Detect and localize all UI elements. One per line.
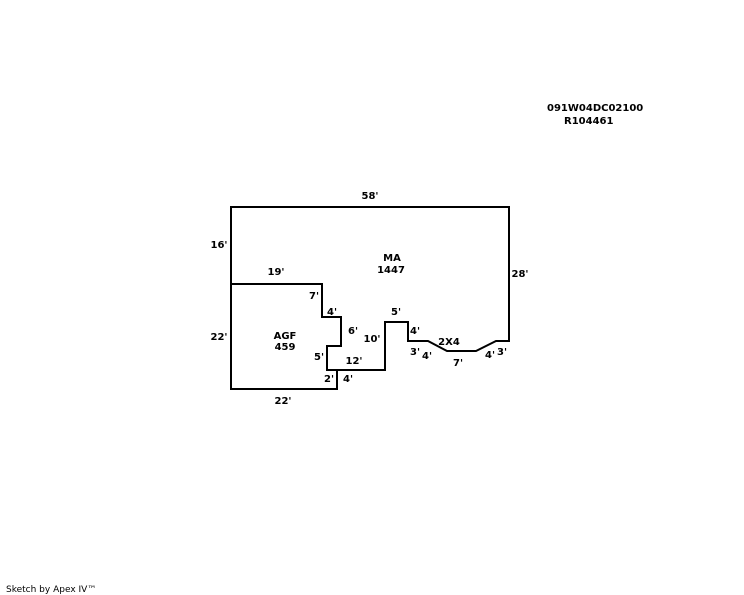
dim-top: 58' — [362, 191, 379, 202]
dim-step-6: 6' — [348, 326, 358, 337]
dim-step-5b: 5' — [391, 307, 401, 318]
dim-step-7b: 7' — [453, 358, 463, 369]
main-area-code: MA — [383, 253, 401, 264]
dim-step-4b: 4' — [343, 374, 353, 385]
dim-left-lower: 22' — [211, 332, 228, 343]
dim-step-4a: 4' — [327, 307, 337, 318]
parcel-ref: R104461 — [564, 116, 613, 127]
parcel-id: 091W04DC02100 — [547, 103, 643, 114]
dim-step-7: 7' — [309, 291, 319, 302]
garage-outline — [230, 283, 342, 390]
dim-left-upper: 16' — [211, 240, 228, 251]
main-area-sqft: 1447 — [377, 265, 405, 276]
porch-code: 2X4 — [438, 337, 460, 348]
dim-step-3a: 3' — [410, 347, 420, 358]
dim-step-12: 12' — [346, 356, 363, 367]
dim-step-4d: 4' — [422, 351, 432, 362]
dim-step-3b: 3' — [497, 347, 507, 358]
dim-bottom: 22' — [275, 396, 292, 407]
garage-code: AGF — [274, 331, 297, 342]
dim-right: 28' — [512, 269, 529, 280]
dim-step-4e: 4' — [485, 350, 495, 361]
dim-step-2: 2' — [324, 374, 334, 385]
dim-step-5a: 5' — [314, 352, 324, 363]
garage-sqft: 459 — [275, 342, 296, 353]
dim-step-4c: 4' — [410, 326, 420, 337]
main-area-outline — [230, 206, 510, 389]
dim-step-10: 10' — [364, 334, 381, 345]
footer-credit: Sketch by Apex IV™ — [6, 585, 96, 595]
dim-garage-top: 19' — [268, 267, 285, 278]
